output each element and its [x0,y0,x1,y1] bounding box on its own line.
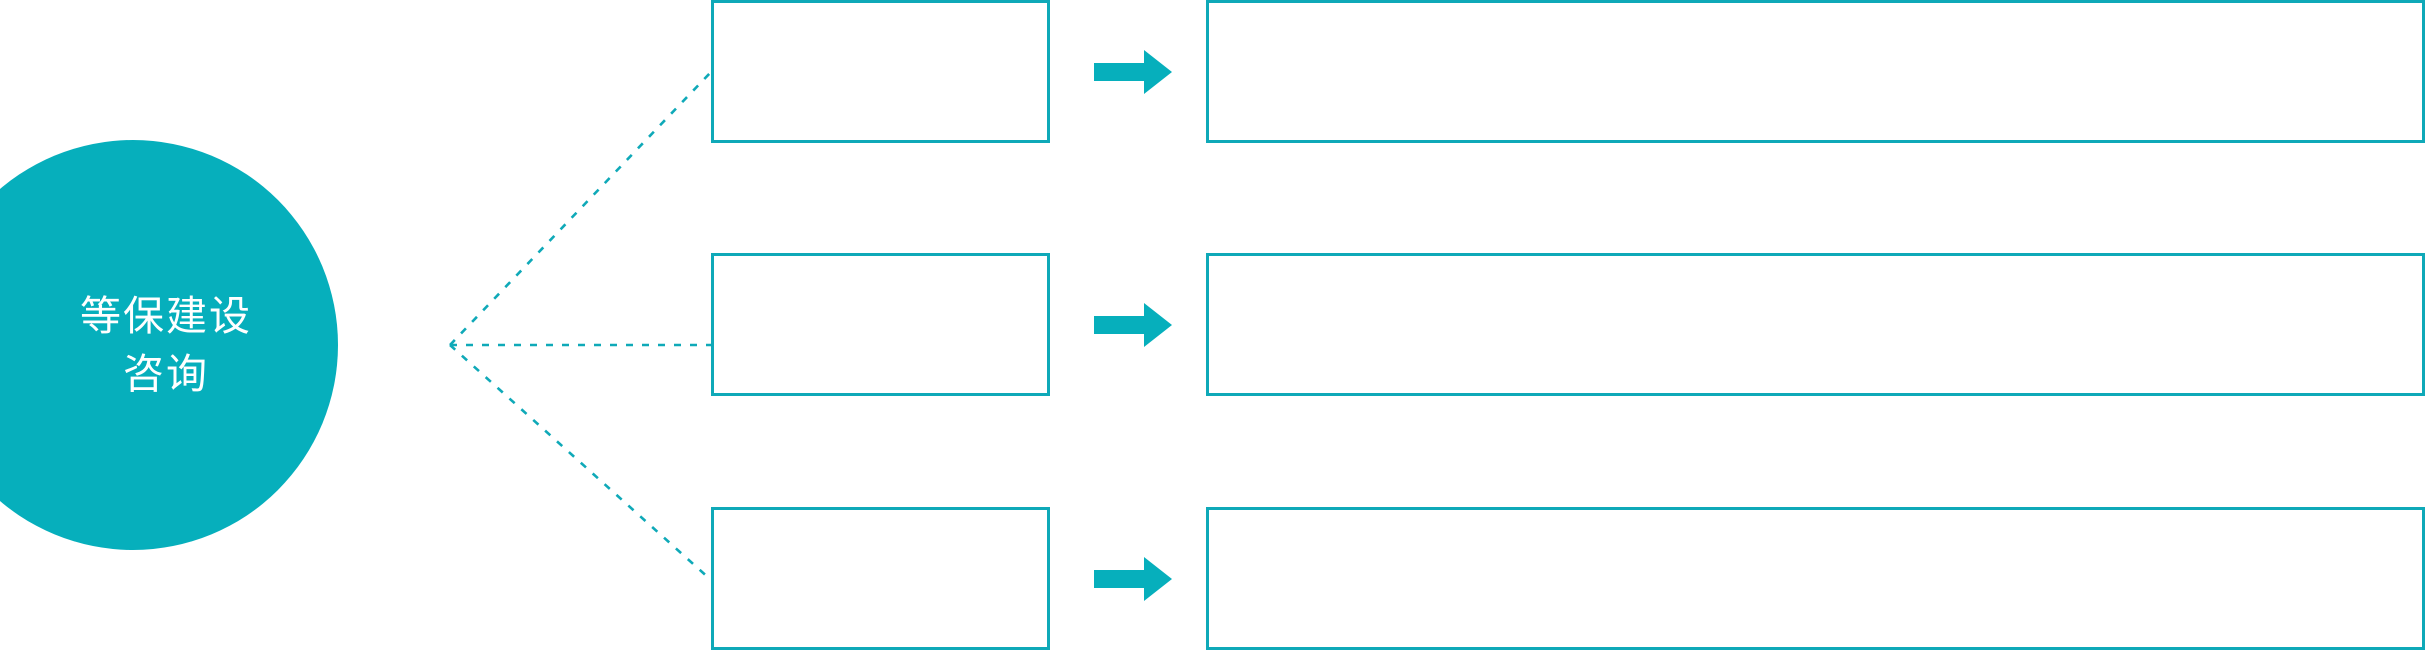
stage-box-1[interactable] [711,0,1050,143]
detail-box-1[interactable] [1206,0,2425,143]
process-row [0,0,2434,143]
process-row [0,253,2434,396]
detail-box-2[interactable] [1206,253,2425,396]
hub-node-circle[interactable]: 等保建设 咨询 [0,140,338,550]
hub-label-line-1: 等保建设 [80,292,252,339]
detail-box-3[interactable] [1206,507,2425,650]
process-row [0,507,2434,650]
right-block-arrow-icon [1094,303,1172,347]
right-block-arrow-icon [1094,50,1172,94]
right-block-arrow-icon [1094,557,1172,601]
stage-box-2[interactable] [711,253,1050,396]
stage-box-3[interactable] [711,507,1050,650]
hub-label-line-2: 咨询 [123,351,209,397]
